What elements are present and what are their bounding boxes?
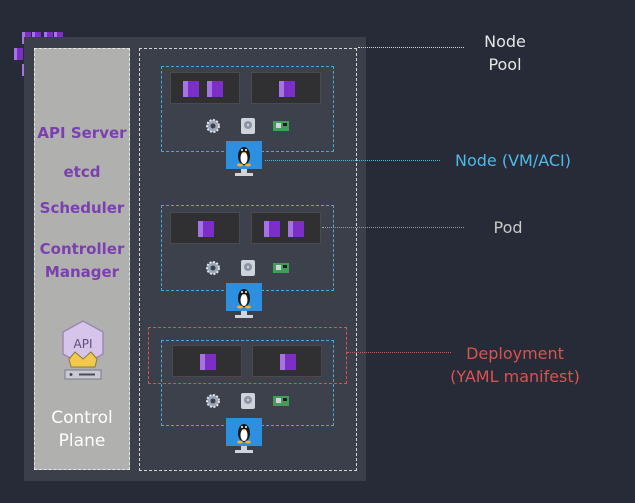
pod-3b bbox=[252, 345, 322, 377]
node-pool-box bbox=[139, 48, 357, 471]
node-card-2 bbox=[161, 205, 334, 291]
pod-callout: Pod bbox=[493, 218, 523, 237]
container-icon bbox=[198, 221, 214, 237]
container-icon bbox=[207, 81, 223, 97]
controller-label: Controller bbox=[39, 240, 125, 258]
pod-1a bbox=[170, 72, 240, 104]
api-badge-text: API bbox=[74, 337, 93, 351]
control-plane-title-1: Control bbox=[51, 408, 113, 428]
disk-icon bbox=[241, 260, 255, 276]
pod-2a bbox=[170, 212, 240, 244]
linux-monitor-icon bbox=[226, 283, 262, 318]
api-crown-icon: API bbox=[62, 320, 104, 380]
disk-icon bbox=[241, 118, 255, 134]
node-leader bbox=[265, 160, 440, 161]
deployment-callout-line1: Deployment bbox=[466, 344, 564, 363]
control-plane-panel: API Server etcd Scheduler Controller Man… bbox=[34, 48, 130, 470]
control-plane-title-2: Plane bbox=[58, 431, 106, 451]
pod-leader bbox=[322, 227, 464, 228]
container-icon bbox=[200, 354, 216, 370]
pod-3a bbox=[172, 345, 242, 377]
linux-monitor-icon bbox=[226, 418, 262, 453]
node-callout: Node (VM/ACI) bbox=[454, 151, 572, 170]
pod-1b bbox=[251, 72, 321, 104]
container-icon bbox=[183, 81, 199, 97]
container-icon bbox=[264, 221, 280, 237]
node-pool-callout: Node Pool bbox=[465, 30, 545, 76]
deployment-callout-line2: (YAML manifest) bbox=[450, 367, 580, 386]
deployment-leader bbox=[347, 352, 451, 353]
node-pool-leader bbox=[358, 47, 464, 48]
container-icon bbox=[288, 221, 304, 237]
node-card-1 bbox=[161, 66, 334, 152]
deployment-box bbox=[148, 327, 347, 384]
container-icon bbox=[280, 354, 296, 370]
gear-icon bbox=[206, 119, 220, 133]
network-card-icon bbox=[273, 121, 289, 131]
manager-label: Manager bbox=[44, 263, 120, 281]
gear-icon bbox=[206, 261, 220, 275]
api-server-label: API Server bbox=[37, 124, 127, 142]
node-pool-callout-line1: Node bbox=[484, 32, 526, 51]
disk-icon bbox=[241, 393, 255, 409]
linux-monitor-icon bbox=[226, 141, 262, 176]
gear-icon bbox=[206, 394, 220, 408]
container-icon bbox=[279, 81, 295, 97]
etcd-label: etcd bbox=[63, 163, 101, 181]
pod-2b bbox=[251, 212, 321, 244]
network-card-icon bbox=[273, 263, 289, 273]
network-card-icon bbox=[273, 396, 289, 406]
scheduler-label: Scheduler bbox=[39, 199, 125, 217]
node-pool-callout-line2: Pool bbox=[488, 55, 522, 74]
deployment-callout: Deployment (YAML manifest) bbox=[436, 342, 594, 388]
